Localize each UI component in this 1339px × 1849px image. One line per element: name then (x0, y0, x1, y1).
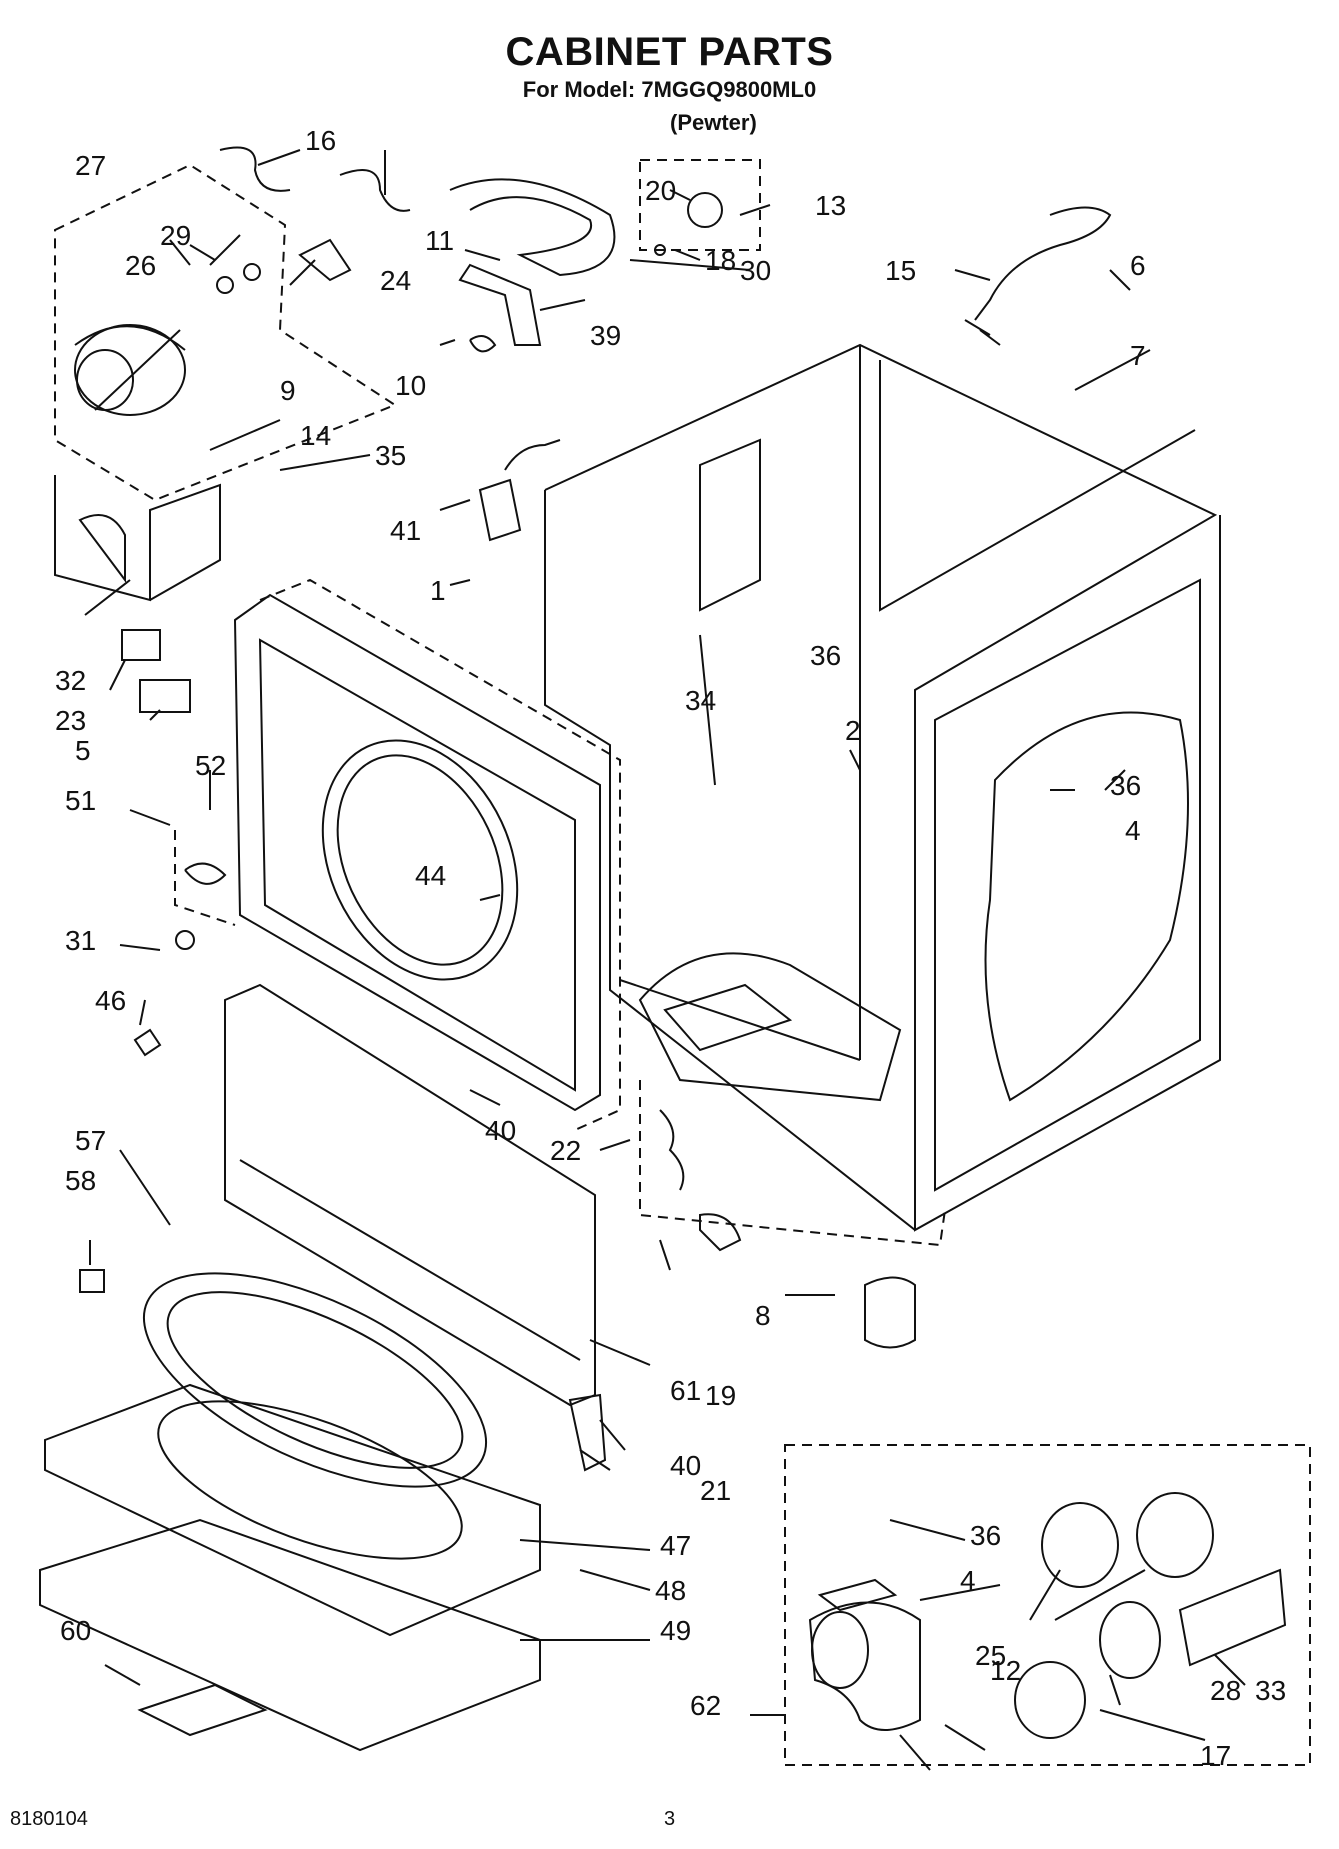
callout-31: 31 (65, 925, 96, 956)
sensor-part (478, 478, 522, 542)
callout-10: 10 (395, 370, 426, 401)
model-line: For Model: 7MGGQ9800ML0 (522, 77, 817, 102)
callout-26: 26 (125, 250, 156, 281)
callout-40: 40 (670, 1450, 701, 1481)
callout-2: 2 (845, 715, 861, 746)
cover-plate-part (817, 1578, 898, 1612)
clip-part (79, 1269, 105, 1293)
callout-27: 27 (75, 150, 106, 181)
callout-36: 36 (1110, 770, 1141, 801)
duct-pipe-part (1178, 1568, 1287, 1667)
harness-a-part (219, 146, 291, 192)
callout-40: 40 (485, 1115, 516, 1146)
callout-32: 32 (55, 665, 86, 696)
pulley-group-outline (639, 159, 761, 251)
power-cord-part (964, 206, 1112, 346)
callout-36: 36 (810, 640, 841, 671)
door-hinge-part (568, 1393, 607, 1472)
callout-60: 60 (60, 1615, 91, 1646)
motor-part (74, 238, 352, 416)
harness-b-part (339, 169, 411, 212)
callout-6: 6 (1130, 250, 1146, 281)
callout-47: 47 (660, 1530, 691, 1561)
idler-spring-part (469, 335, 497, 353)
callout-51: 51 (65, 785, 96, 816)
door-inner-panel-part (44, 1383, 541, 1637)
callout-7: 7 (1130, 340, 1146, 371)
callout-22: 22 (550, 1135, 581, 1166)
callout-34: 34 (685, 685, 716, 716)
idler-bracket-part (458, 263, 542, 346)
callout-49: 49 (660, 1615, 691, 1646)
callout-11: 11 (425, 225, 454, 256)
callout-61: 61 (670, 1375, 701, 1406)
callout-62: 62 (690, 1690, 721, 1721)
callout-39: 39 (590, 320, 621, 351)
page-title: CABINET PARTS (505, 30, 834, 74)
doc-number: 8180104 (10, 1808, 88, 1830)
callout-1: 1 (430, 575, 446, 606)
callout-17: 17 (1200, 1740, 1231, 1771)
callout-4: 4 (960, 1565, 976, 1596)
callout-19: 19 (705, 1380, 736, 1411)
callout-25: 25 (975, 1640, 1006, 1671)
callout-13: 13 (815, 190, 846, 221)
model-variant: (Pewter) (670, 110, 757, 135)
door-handle-part (137, 1683, 268, 1737)
callout-14: 14 (300, 420, 331, 451)
leveling-foot-part (864, 1276, 916, 1349)
callout-18: 18 (705, 245, 736, 276)
page-number: 3 (664, 1808, 676, 1830)
callout-57: 57 (75, 1125, 106, 1156)
motor-group-outline (54, 163, 398, 502)
callout-5: 5 (75, 735, 91, 766)
duct-coupler-part (1099, 1601, 1161, 1679)
latch-part (133, 1028, 162, 1057)
switch-b-part (139, 679, 191, 713)
door-spring-part (659, 1109, 685, 1191)
callout-58: 58 (65, 1165, 96, 1196)
duct-clamp-part (1014, 1661, 1086, 1739)
callout-33: 33 (1255, 1675, 1286, 1706)
elbow-part (808, 1601, 921, 1731)
callout-29: 29 (160, 220, 191, 251)
motor-mount-part (54, 475, 221, 602)
callout-15: 15 (885, 255, 916, 286)
header: CABINET PARTS For Model: 7MGGQ9800ML0 (0, 30, 1339, 103)
exhaust-kit-outline (784, 1444, 1311, 1766)
callout-36: 36 (970, 1520, 1001, 1551)
callout-48: 48 (655, 1575, 686, 1606)
callout-41: 41 (390, 515, 421, 546)
door-seal-part (142, 1272, 488, 1488)
callout-21: 21 (700, 1475, 731, 1506)
callout-28: 28 (1210, 1675, 1241, 1706)
callout-8: 8 (755, 1300, 771, 1331)
door-outer-panel-part (39, 1518, 541, 1752)
callout-16: 16 (305, 125, 336, 156)
callout-4: 4 (1125, 815, 1141, 846)
callout-24: 24 (380, 265, 411, 296)
callout-9: 9 (280, 375, 296, 406)
callout-23: 23 (55, 705, 86, 736)
switch-a-part (121, 629, 161, 661)
callout-30: 30 (740, 255, 771, 286)
clamp-part (184, 862, 227, 885)
callout-52: 52 (195, 750, 226, 781)
plug-part (175, 930, 195, 950)
callout-20: 20 (645, 175, 676, 206)
drive-belt-part (449, 178, 616, 277)
duct-cap-a-part (1041, 1502, 1119, 1588)
hinge-clip-part (699, 1213, 742, 1252)
callout-44: 44 (415, 860, 446, 891)
duct-cap-b-part (1136, 1492, 1214, 1578)
front-panel-part (233, 593, 601, 1112)
callout-35: 35 (375, 440, 406, 471)
callout-46: 46 (95, 985, 126, 1016)
callout-12: 12 (990, 1655, 1021, 1686)
cabinet-body-part (544, 343, 1221, 1232)
